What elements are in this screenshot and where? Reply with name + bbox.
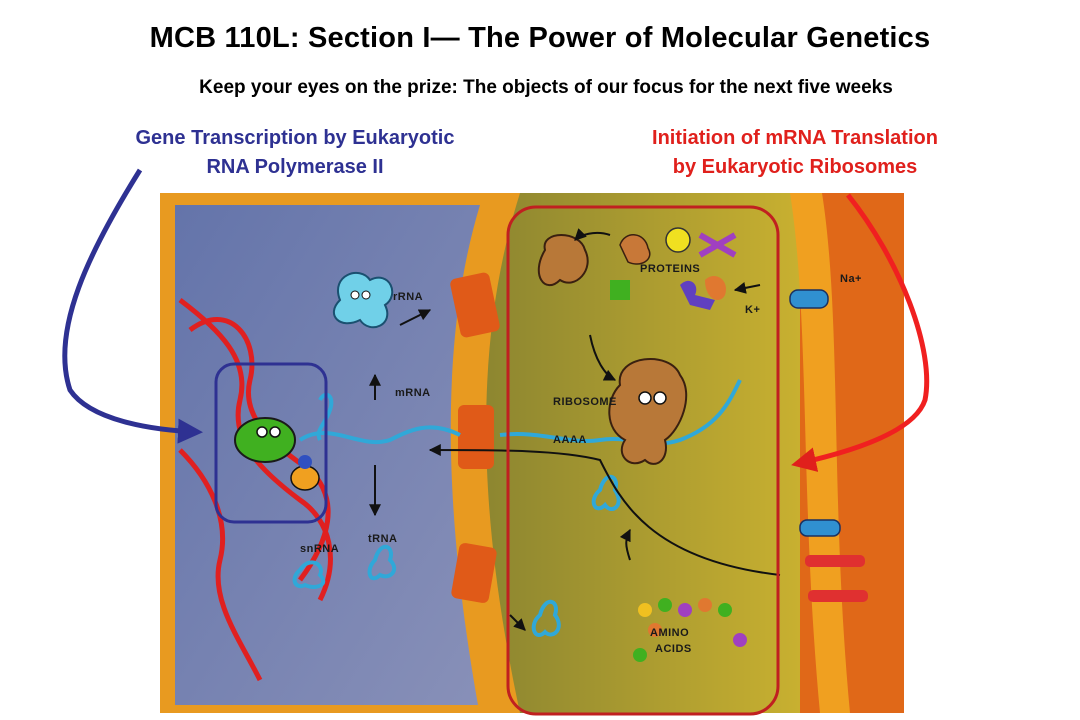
right-caption: Initiation of mRNA Translation by Eukary… xyxy=(570,124,1020,182)
label-rrna: rRNA xyxy=(393,291,423,303)
label-potassium: K+ xyxy=(745,304,760,316)
plasma-membrane xyxy=(790,193,850,713)
translation-focus-box xyxy=(506,205,780,716)
label-sodium: Na+ xyxy=(840,273,862,285)
illustration-frame xyxy=(160,193,904,713)
left-caption-line2: RNA Polymerase II xyxy=(206,156,384,178)
membrane-channels xyxy=(789,289,868,602)
right-caption-line1: Initiation of mRNA Translation xyxy=(652,127,938,149)
slide-subtitle: Keep your eyes on the prize: The objects… xyxy=(199,77,893,98)
amino-acid-dots xyxy=(633,598,747,662)
transcription-focus-box xyxy=(214,362,328,524)
transcription-pointer-arrow xyxy=(62,168,203,444)
label-proteins: PROTEINS xyxy=(640,263,700,275)
translation-pointer-arrow xyxy=(791,193,930,472)
label-aaaa: AAAA xyxy=(553,434,587,446)
ribosome xyxy=(608,358,688,465)
label-acids: ACIDS xyxy=(655,643,692,655)
right-caption-line2: by Eukaryotic Ribosomes xyxy=(672,156,918,178)
rna-polymerase-ii xyxy=(234,417,320,491)
process-arrows xyxy=(369,228,781,631)
left-caption: Gene Transcription by Eukaryotic RNA Pol… xyxy=(60,124,530,182)
label-trna: tRNA xyxy=(368,533,398,545)
label-ribosome: RIBOSOME xyxy=(553,396,617,408)
illustration-labels: rRNA mRNA tRNA snRNA RIBOSOME AAAA PROTE… xyxy=(300,263,862,655)
label-mrna: mRNA xyxy=(395,387,431,399)
proteins xyxy=(537,227,737,310)
left-caption-line1: Gene Transcription by Eukaryotic xyxy=(135,127,455,149)
rrna-molecule xyxy=(333,271,394,329)
nuclear-pores xyxy=(450,272,500,603)
slide-title: MCB 110L: Section I— The Power of Molecu… xyxy=(149,22,931,54)
label-snrna: snRNA xyxy=(300,543,339,555)
small-rnas xyxy=(292,474,621,637)
label-amino: AMINO xyxy=(650,627,689,639)
